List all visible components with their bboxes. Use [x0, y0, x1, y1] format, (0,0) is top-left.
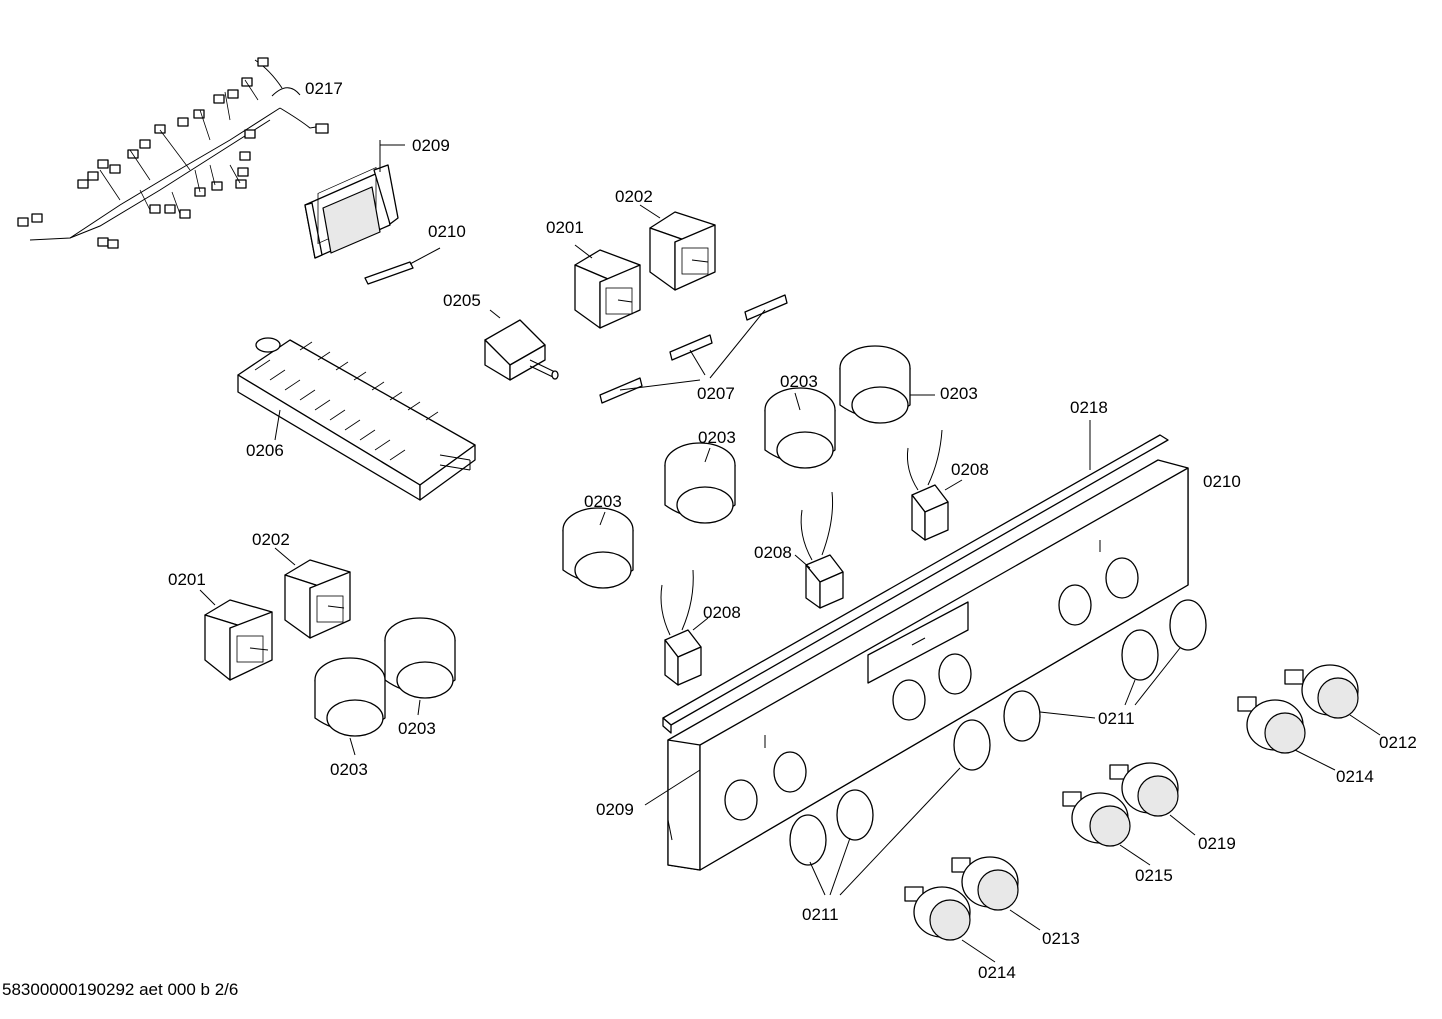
- label-0208-2: 0208: [754, 543, 792, 562]
- label-0203-4: 0203: [584, 492, 622, 511]
- label-0206: 0206: [246, 441, 284, 460]
- label-0202-top: 0202: [615, 187, 653, 206]
- label-0208-1: 0208: [951, 460, 989, 479]
- energy-regulator-0202-top: [639, 204, 716, 291]
- socket-0208-c: [660, 569, 709, 686]
- label-0209-panel: 0209: [596, 800, 634, 819]
- label-0212: 0212: [1379, 733, 1417, 752]
- energy-regulator-0201-top: [574, 244, 641, 329]
- label-0205: 0205: [443, 291, 481, 310]
- label-0211-2: 0211: [802, 905, 839, 924]
- knob-holders-0203-bottom: [314, 617, 456, 756]
- rings-0211: [789, 599, 1207, 896]
- label-0218: 0218: [1070, 398, 1108, 417]
- label-0213: 0213: [1042, 929, 1080, 948]
- document-reference: 58300000190292 aet 000 b 2/6: [2, 980, 239, 999]
- knob-0212: [1284, 664, 1381, 736]
- knob-holder-1: [839, 345, 911, 424]
- label-0217: 0217: [305, 79, 343, 98]
- knob-holder-6: [314, 657, 386, 737]
- pilot-lamps-0207: [599, 294, 788, 404]
- label-0210-top: 0210: [428, 222, 466, 241]
- control-panel: [644, 420, 1189, 871]
- knob-holder-3: [664, 442, 736, 524]
- label-0211-1: 0211: [1098, 709, 1135, 728]
- label-0219: 0219: [1198, 834, 1236, 853]
- label-0215: 0215: [1135, 866, 1173, 885]
- knob-holders-0203-group: [562, 345, 935, 589]
- label-0201-top: 0201: [546, 218, 584, 237]
- knob-0213: [951, 856, 1041, 931]
- regulator-0205: [484, 309, 559, 381]
- socket-0208-b: [794, 491, 844, 609]
- connector-0210-top: [364, 247, 441, 285]
- knob-0214-right: [1237, 696, 1336, 771]
- label-0203-6: 0203: [330, 760, 368, 779]
- label-0210-panel: 0210: [1203, 472, 1241, 491]
- energy-regulator-0202-bottom: [274, 547, 351, 639]
- socket-0208-a: [907, 429, 963, 541]
- knob-holder-2: [764, 387, 836, 469]
- label-0203-5: 0203: [398, 719, 436, 738]
- energy-regulator-0201-bottom: [199, 589, 273, 681]
- label-0214-1: 0214: [1336, 767, 1374, 786]
- label-0202-bottom: 0202: [252, 530, 290, 549]
- label-0203-3: 0203: [698, 428, 736, 447]
- label-0208-3: 0208: [703, 603, 741, 622]
- knob-0214-bottom: [904, 886, 996, 963]
- knob-0219: [1109, 762, 1196, 836]
- label-0214-2: 0214: [978, 963, 1016, 982]
- label-0203-2: 0203: [940, 384, 978, 403]
- knob-holder-4: [562, 507, 634, 589]
- knob-holder-5: [384, 617, 456, 699]
- knob-0215: [1062, 791, 1151, 866]
- label-0209-top: 0209: [412, 136, 450, 155]
- label-0203-1: 0203: [780, 372, 818, 391]
- rotary-switch-0206: [237, 337, 476, 501]
- label-0207: 0207: [697, 384, 735, 403]
- wiring-harness-0217: [17, 57, 329, 249]
- label-0201-bottom: 0201: [168, 570, 206, 589]
- control-module-0209: [304, 140, 405, 259]
